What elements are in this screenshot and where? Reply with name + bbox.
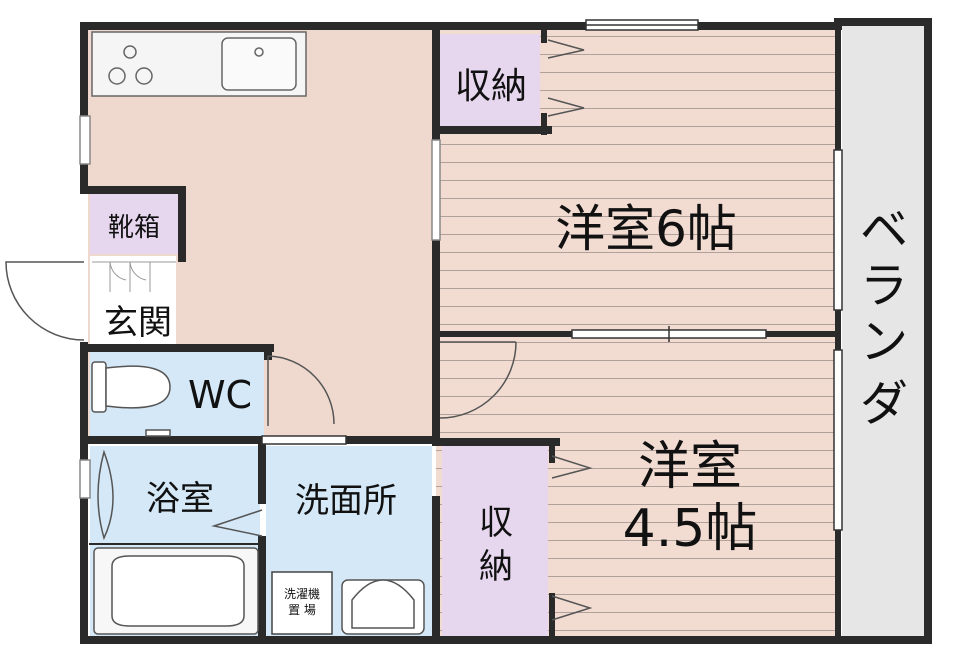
entrance-door: [5, 261, 85, 341]
veranda-char: ベ: [860, 202, 908, 258]
washer-spot: [271, 571, 333, 635]
storage-bottom-label-1: 収: [479, 503, 513, 543]
wash-basin: [341, 579, 425, 635]
veranda-char: ラ: [860, 258, 908, 314]
wc-door: [267, 355, 335, 426]
walls: [80, 18, 932, 644]
storage-bottom-label-2: 納: [479, 547, 513, 587]
washroom-label: 洗面所: [295, 481, 397, 521]
kitchen-counter: [91, 31, 307, 97]
storage-doors: [547, 39, 593, 621]
washer-label-1: 洗濯機: [284, 586, 320, 601]
entrance-tiles: [92, 261, 176, 292]
veranda-label: ベ ラ ン ダ: [860, 202, 908, 432]
bath-label: 浴室: [146, 479, 214, 519]
room-label-western-45-line2: 4.5帖: [623, 499, 758, 559]
veranda-char: ン: [860, 314, 908, 370]
shoe-box: [90, 194, 178, 254]
storage-bottom: [442, 446, 548, 636]
toilet: [91, 361, 171, 437]
room-label-western-6: 洋室6帖: [555, 200, 737, 258]
bath-door: [211, 509, 263, 537]
washroom-slide: [261, 435, 347, 445]
bathtub: [93, 449, 259, 635]
storage-top-label: 収納: [455, 66, 527, 107]
veranda-floor: [842, 26, 924, 638]
western-45-door: [439, 341, 517, 419]
room-label-western-45-line1: 洋室: [638, 437, 742, 497]
windows: [79, 19, 843, 531]
entrance-label: 玄関: [104, 303, 172, 343]
wc-label: WC: [188, 373, 252, 417]
shoe-box-label: 靴箱: [108, 213, 160, 243]
storage-top: [440, 34, 540, 130]
veranda-char: ダ: [860, 376, 908, 432]
washer-label-2: 置 場: [288, 603, 316, 617]
